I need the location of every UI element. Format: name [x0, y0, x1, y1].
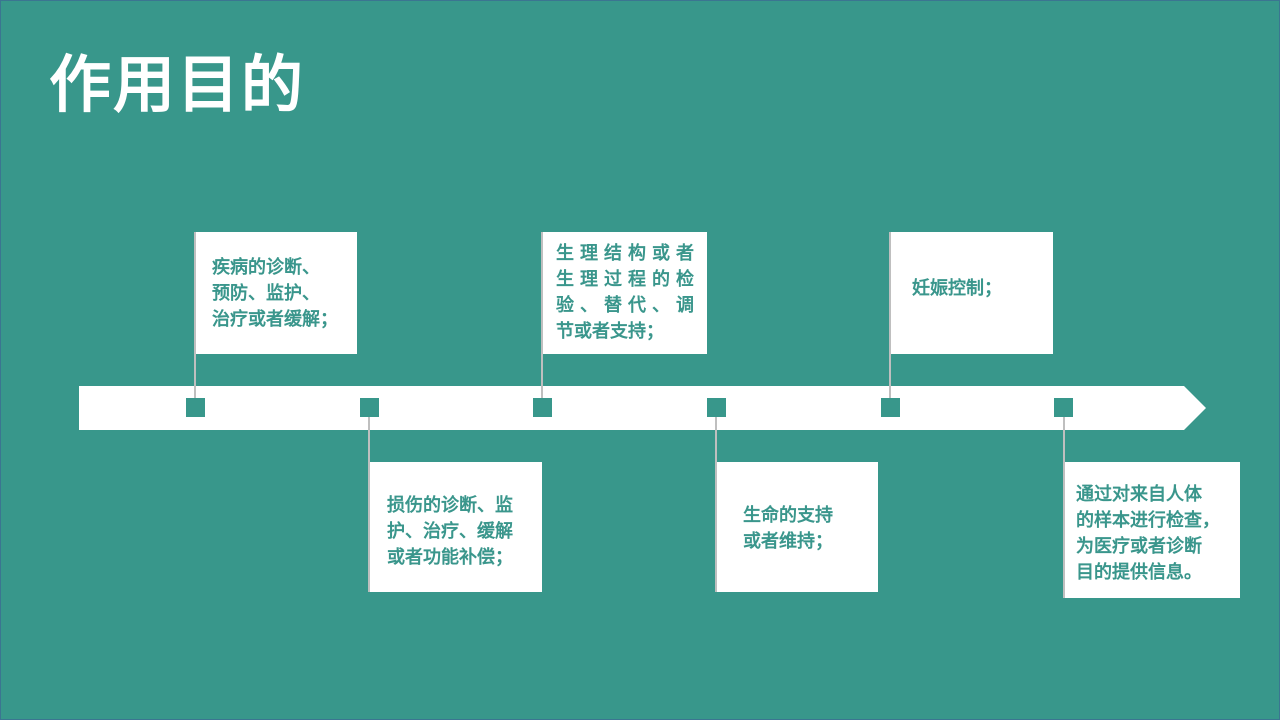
purpose-card-3: 生理结构或者 生理过程的检 验、替代、调 节或者支持； — [543, 232, 707, 354]
card-6-line-4: 目的提供信息。 — [1076, 562, 1202, 583]
arrow-shape-icon — [79, 386, 1206, 430]
connector-6 — [1063, 413, 1065, 598]
card-6-line-2: 的样本进行检查， — [1076, 510, 1220, 531]
timeline-marker-3 — [533, 398, 552, 417]
card-3-line-4: 节或者支持； — [556, 321, 664, 342]
connector-3 — [541, 232, 543, 402]
card-3-line-1: 生理结构或者 — [556, 243, 700, 264]
timeline-marker-1 — [186, 398, 205, 417]
purpose-card-2: 损伤的诊断、监 护、治疗、缓解 或者功能补偿； — [370, 462, 542, 592]
card-6-line-3: 为医疗或者诊断 — [1076, 536, 1202, 557]
purpose-card-5: 妊娠控制； — [891, 232, 1053, 354]
connector-4 — [715, 413, 717, 592]
connector-5 — [889, 232, 891, 402]
card-1-line-2: 预防、监护、 — [212, 283, 320, 304]
card-6-line-1: 通过对来自人体 — [1076, 484, 1202, 505]
timeline-marker-6 — [1054, 398, 1073, 417]
card-4-line-2: 或者维持； — [743, 531, 833, 552]
timeline-arrow — [79, 386, 1206, 430]
card-1-line-3: 治疗或者缓解； — [212, 309, 338, 330]
timeline-marker-2 — [360, 398, 379, 417]
card-2-line-3: 或者功能补偿； — [387, 547, 513, 568]
card-5-line-1: 妊娠控制； — [912, 278, 1002, 299]
card-3-line-3: 验、替代、调 — [556, 295, 700, 316]
purpose-card-6: 通过对来自人体 的样本进行检查， 为医疗或者诊断 目的提供信息。 — [1065, 462, 1240, 598]
card-4-line-1: 生命的支持 — [743, 505, 833, 526]
card-2-line-2: 护、治疗、缓解 — [387, 521, 513, 542]
card-2-line-1: 损伤的诊断、监 — [387, 495, 513, 516]
connector-2 — [368, 413, 370, 592]
connector-1 — [194, 232, 196, 402]
slide-title: 作用目的 — [49, 48, 306, 121]
card-1-line-1: 疾病的诊断、 — [212, 257, 320, 278]
timeline-marker-5 — [881, 398, 900, 417]
timeline-marker-4 — [707, 398, 726, 417]
purpose-card-1: 疾病的诊断、 预防、监护、 治疗或者缓解； — [196, 232, 357, 354]
purpose-card-4: 生命的支持 或者维持； — [717, 462, 878, 592]
card-3-line-2: 生理过程的检 — [556, 269, 700, 290]
